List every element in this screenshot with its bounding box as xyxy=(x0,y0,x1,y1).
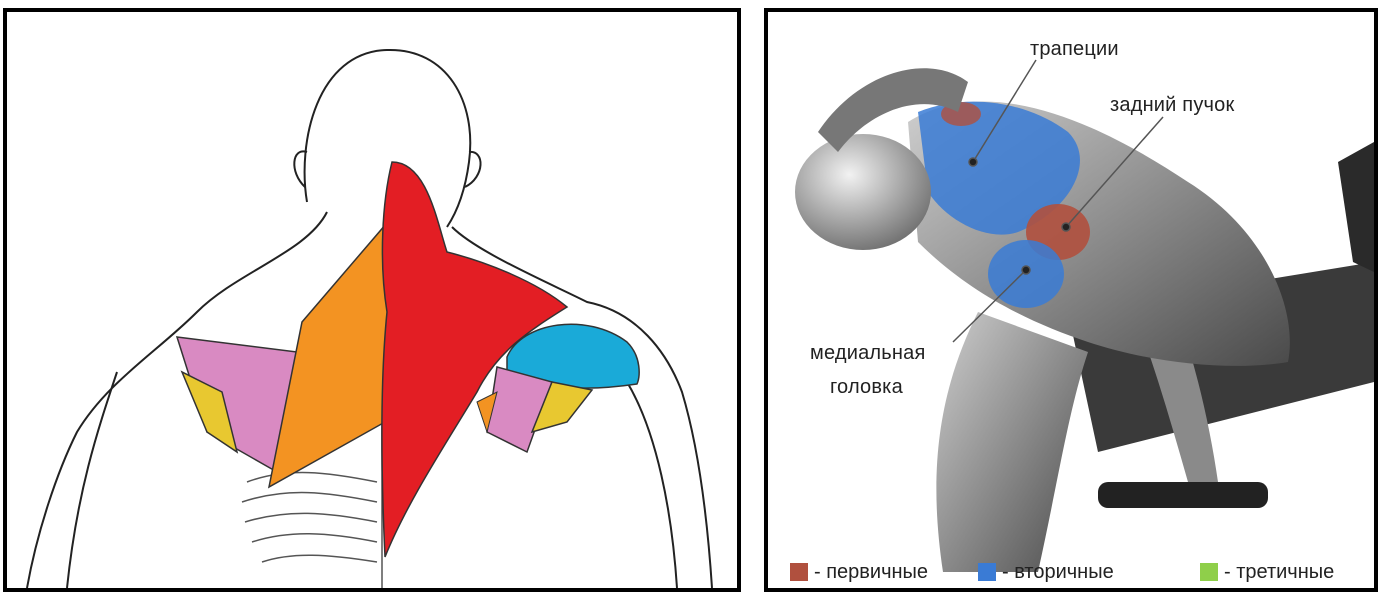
legend-primary: - первичные xyxy=(790,560,928,584)
dumbbell xyxy=(1098,482,1268,508)
back-muscles-illustration xyxy=(3,8,741,592)
bent-over-figure xyxy=(768,12,1374,588)
label-rear-delt: задний пучок xyxy=(1110,94,1234,117)
tertiary-swatch xyxy=(1200,563,1218,581)
label-trapezius: трапеции xyxy=(1030,38,1119,61)
arm-outline-left xyxy=(67,372,117,588)
pointer-dot-trapezius xyxy=(969,158,977,166)
back-muscles-drawing xyxy=(7,12,737,588)
pointer-dot-rear-delt xyxy=(1062,223,1070,231)
label-medial-head-line2: головка xyxy=(830,376,903,399)
primary-swatch xyxy=(790,563,808,581)
pointer-dot-medial-head xyxy=(1022,266,1030,274)
label-medial-head-line1: медиальная xyxy=(810,342,926,365)
head xyxy=(795,134,931,250)
bench-back xyxy=(1338,142,1374,272)
legend-tertiary-label: - третичные xyxy=(1224,561,1334,584)
legend-secondary-label: - вторичные xyxy=(1002,561,1114,584)
legend-secondary: - вторичные xyxy=(978,560,1114,584)
secondary-swatch xyxy=(978,563,996,581)
legs xyxy=(936,312,1088,572)
legend-tertiary: - третичные xyxy=(1200,560,1334,584)
legend-primary-label: - первичные xyxy=(814,561,928,584)
exercise-illustration: трапеции задний пучок медиальная головка… xyxy=(764,8,1378,592)
arm-outline-right xyxy=(627,382,677,588)
